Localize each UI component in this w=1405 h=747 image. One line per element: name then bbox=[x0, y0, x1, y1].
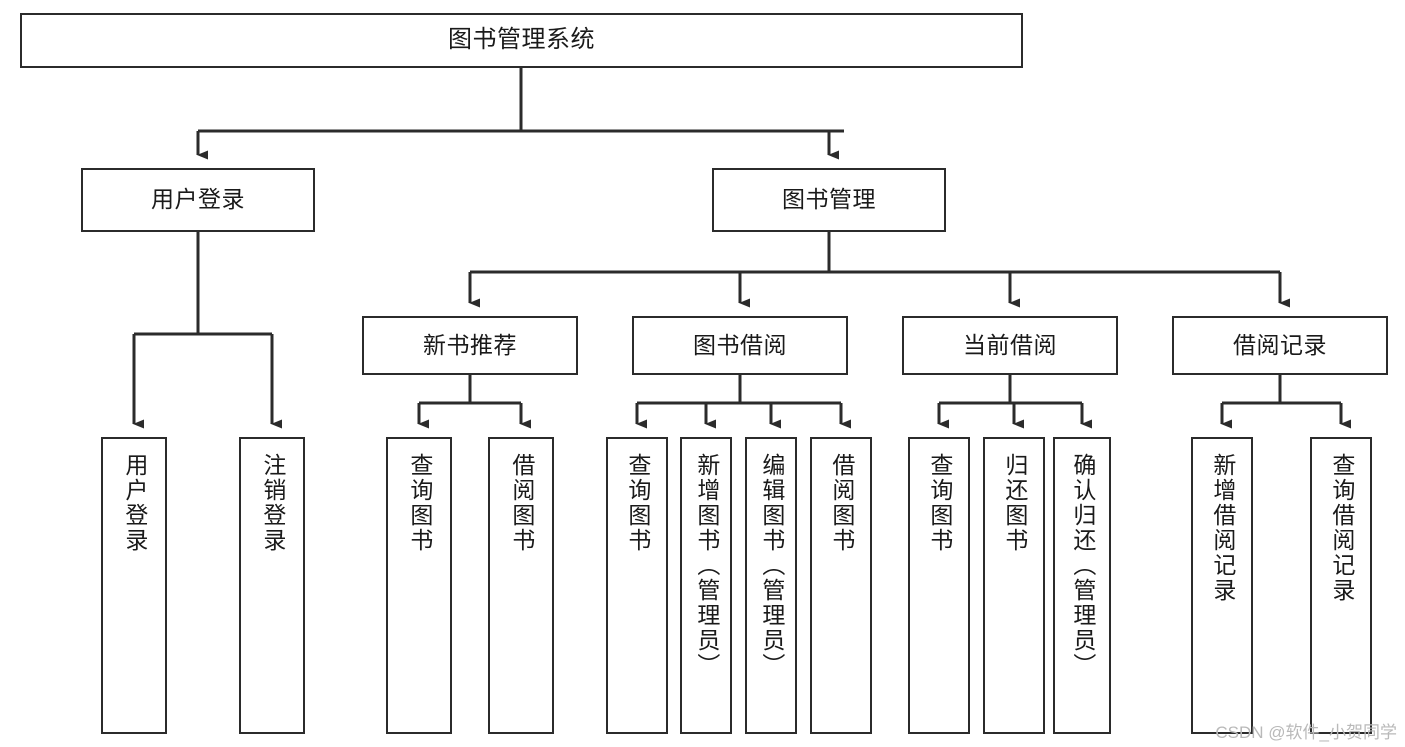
node-book-borrow[interactable]: 图书借阅 bbox=[632, 316, 848, 375]
node-borrow-records[interactable]: 借阅记录 bbox=[1172, 316, 1388, 375]
leaf-add-borrow-record[interactable]: 新增借阅记录 bbox=[1191, 437, 1253, 734]
node-book-management-label: 图书管理 bbox=[782, 186, 876, 213]
leaf-user-login-label: 用户登录 bbox=[121, 453, 148, 553]
node-borrow-records-label: 借阅记录 bbox=[1233, 331, 1327, 358]
leaf-confirm-return-admin[interactable]: 确认归还（管理员） bbox=[1053, 437, 1111, 734]
leaf-confirm-return-admin-label: 确认归还（管理员） bbox=[1069, 453, 1096, 678]
csdn-watermark: CSDN @软件_小贺同学 bbox=[1215, 723, 1397, 742]
node-new-book-recommend-label: 新书推荐 bbox=[423, 331, 517, 358]
node-root[interactable]: 图书管理系统 bbox=[20, 13, 1023, 68]
leaf-query-books-recommend-label: 查询图书 bbox=[406, 453, 433, 553]
leaf-borrow-book-label: 借阅图书 bbox=[828, 453, 855, 553]
node-user-login[interactable]: 用户登录 bbox=[81, 168, 315, 232]
leaf-query-books-borrow-label: 查询图书 bbox=[624, 453, 651, 553]
node-user-login-label: 用户登录 bbox=[151, 186, 245, 213]
leaf-borrow-books-recommend[interactable]: 借阅图书 bbox=[488, 437, 554, 734]
leaf-user-login[interactable]: 用户登录 bbox=[101, 437, 167, 734]
node-current-borrow-label: 当前借阅 bbox=[963, 331, 1057, 358]
leaf-query-borrow-record-label: 查询借阅记录 bbox=[1328, 453, 1355, 603]
leaf-query-books-current[interactable]: 查询图书 bbox=[908, 437, 970, 734]
leaf-logout-login-label: 注销登录 bbox=[259, 453, 286, 553]
leaf-add-book-admin[interactable]: 新增图书（管理员） bbox=[680, 437, 732, 734]
leaf-query-books-borrow[interactable]: 查询图书 bbox=[606, 437, 668, 734]
leaf-edit-book-admin-label: 编辑图书（管理员） bbox=[758, 453, 785, 678]
leaf-return-book-label: 归还图书 bbox=[1001, 453, 1028, 553]
leaf-query-books-recommend[interactable]: 查询图书 bbox=[386, 437, 452, 734]
node-current-borrow[interactable]: 当前借阅 bbox=[902, 316, 1118, 375]
node-root-label: 图书管理系统 bbox=[448, 26, 595, 54]
node-new-book-recommend[interactable]: 新书推荐 bbox=[362, 316, 578, 375]
leaf-edit-book-admin[interactable]: 编辑图书（管理员） bbox=[745, 437, 797, 734]
leaf-logout-login[interactable]: 注销登录 bbox=[239, 437, 305, 734]
leaf-query-borrow-record[interactable]: 查询借阅记录 bbox=[1310, 437, 1372, 734]
leaf-borrow-books-recommend-label: 借阅图书 bbox=[508, 453, 535, 553]
leaf-add-book-admin-label: 新增图书（管理员） bbox=[693, 453, 720, 678]
node-book-management[interactable]: 图书管理 bbox=[712, 168, 946, 232]
leaf-return-book[interactable]: 归还图书 bbox=[983, 437, 1045, 734]
leaf-query-books-current-label: 查询图书 bbox=[926, 453, 953, 553]
leaf-borrow-book[interactable]: 借阅图书 bbox=[810, 437, 872, 734]
node-book-borrow-label: 图书借阅 bbox=[693, 331, 787, 358]
leaf-add-borrow-record-label: 新增借阅记录 bbox=[1209, 453, 1236, 603]
